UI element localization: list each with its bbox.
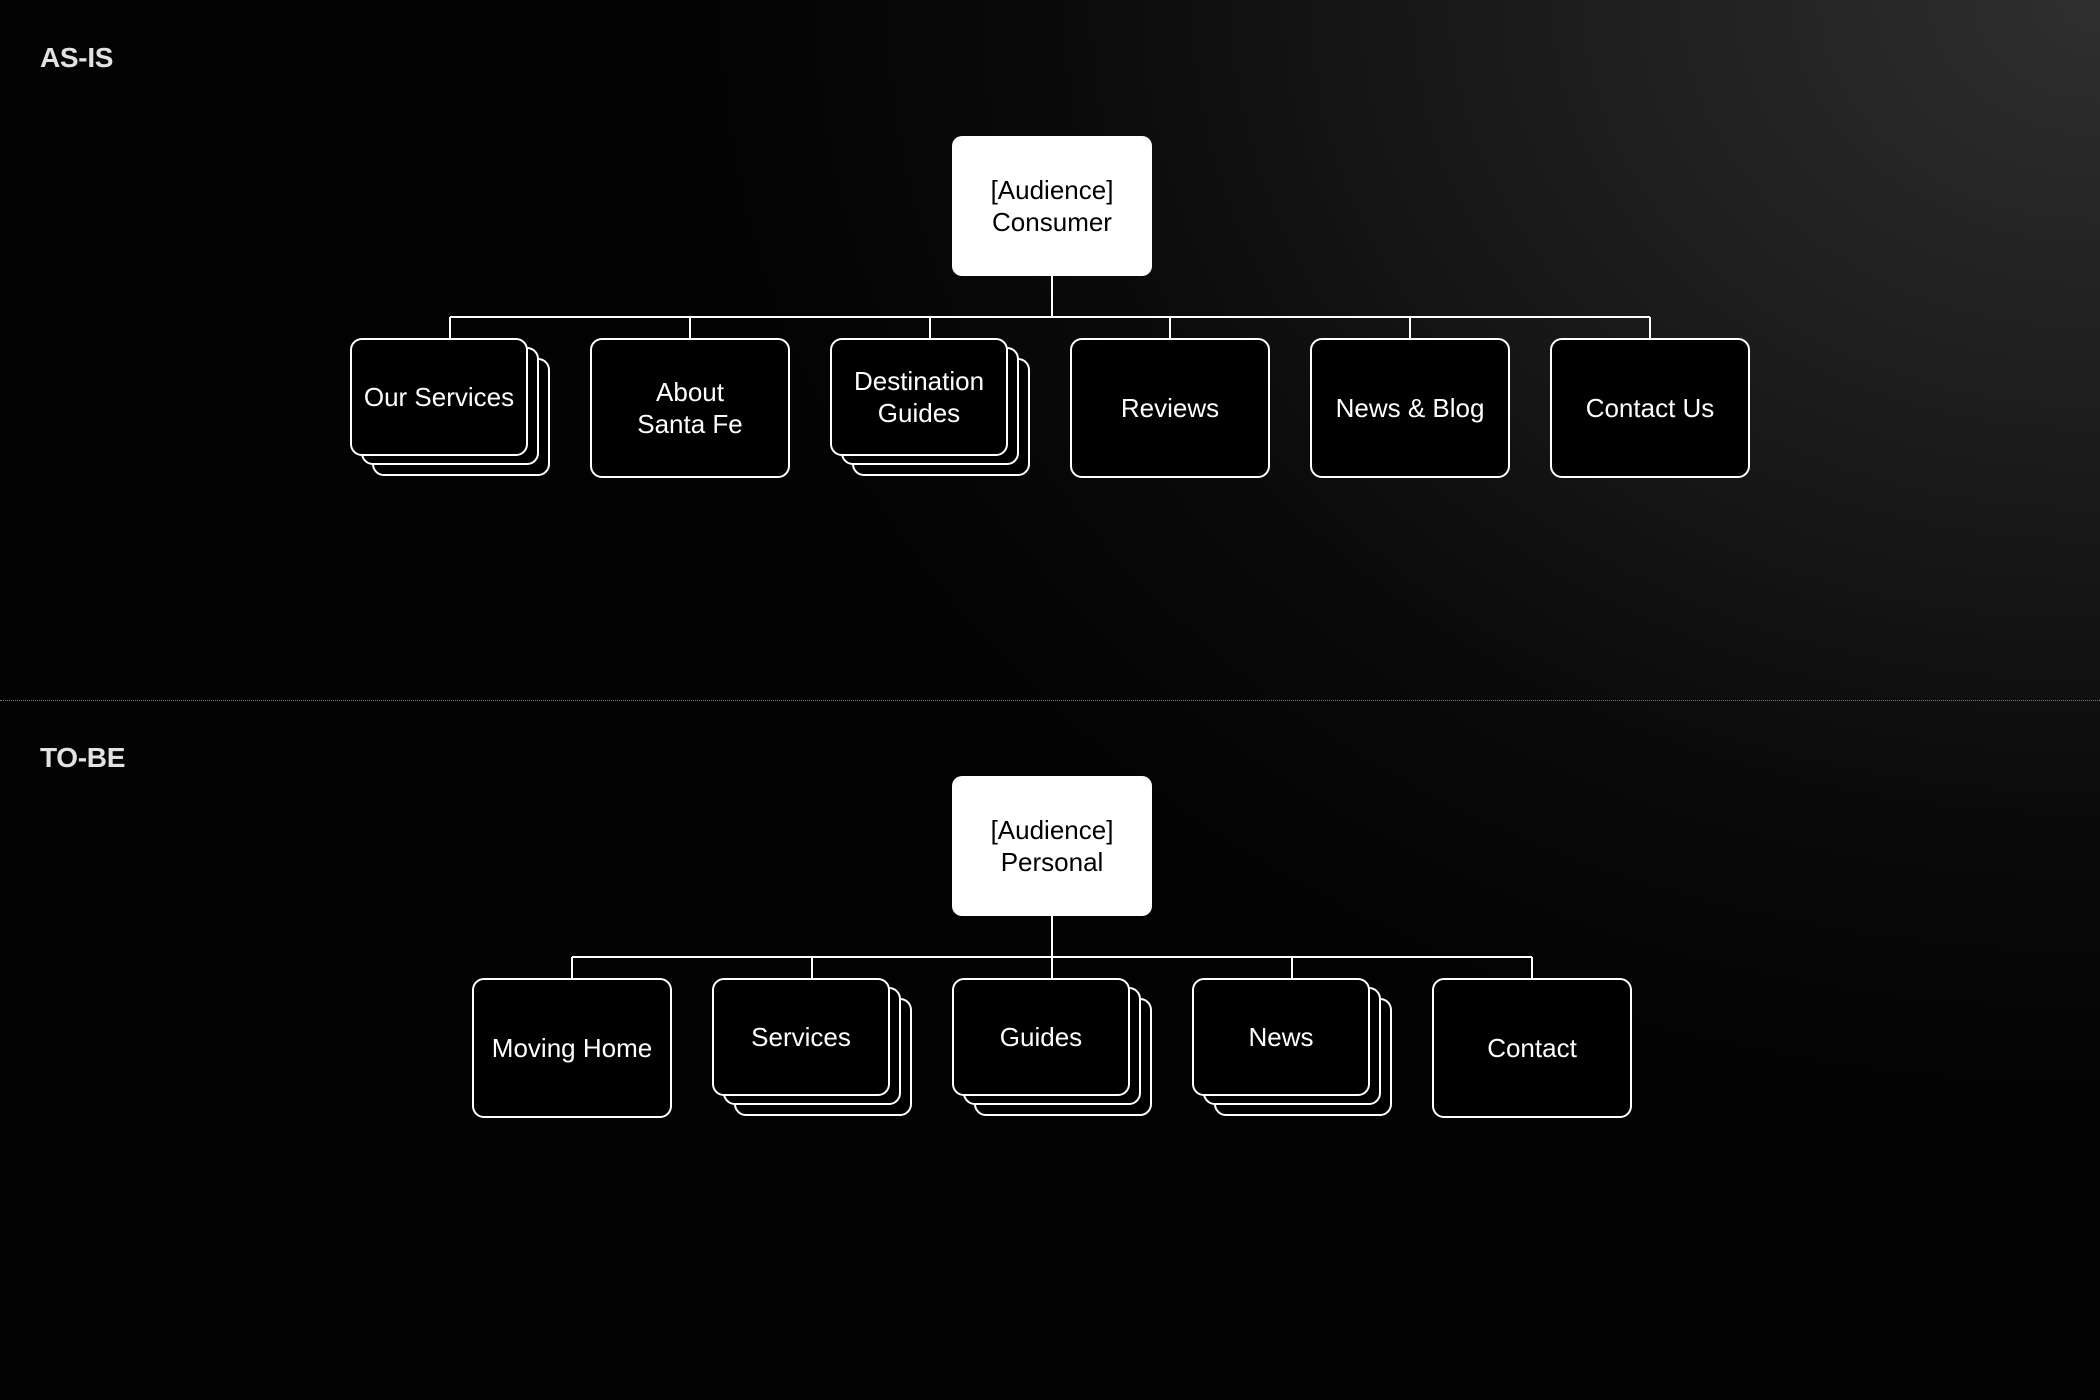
node-contact-us[interactable]: Contact Us [1550, 338, 1750, 478]
root-node-as-is[interactable]: [Audience] Consumer [952, 136, 1152, 276]
node-label: Contact Us [1585, 393, 1715, 423]
root-node-label: [Audience] Consumer [990, 175, 1114, 237]
node-label: Contact [1487, 1033, 1577, 1063]
root-node-to-be[interactable]: [Audience] Personal [952, 776, 1152, 916]
node-our-services[interactable]: Our Services [350, 338, 528, 456]
node-label: Destination Guides [853, 366, 985, 428]
node-label: Our Services [363, 382, 515, 412]
node-label: About Santa Fe [637, 377, 743, 439]
section-label-as-is: AS-IS [40, 42, 114, 73]
node-label: Moving Home [491, 1033, 653, 1063]
node-about-santa-fe[interactable]: About Santa Fe [590, 338, 790, 478]
node-contact[interactable]: Contact [1432, 978, 1632, 1118]
node-news[interactable]: News [1192, 978, 1370, 1096]
section-label-to-be: TO-BE [40, 742, 126, 773]
node-news-blog[interactable]: News & Blog [1310, 338, 1510, 478]
node-services[interactable]: Services [712, 978, 890, 1096]
node-label: Services [751, 1022, 851, 1052]
node-label: News & Blog [1335, 393, 1485, 423]
section-divider [0, 700, 2100, 701]
node-label: News [1248, 1022, 1314, 1052]
node-label: Reviews [1120, 393, 1220, 423]
node-label: Guides [999, 1022, 1083, 1052]
root-node-label: [Audience] Personal [990, 815, 1114, 877]
node-guides[interactable]: Guides [952, 978, 1130, 1096]
node-moving-home[interactable]: Moving Home [472, 978, 672, 1118]
node-destination-guides[interactable]: Destination Guides [830, 338, 1008, 456]
node-reviews[interactable]: Reviews [1070, 338, 1270, 478]
